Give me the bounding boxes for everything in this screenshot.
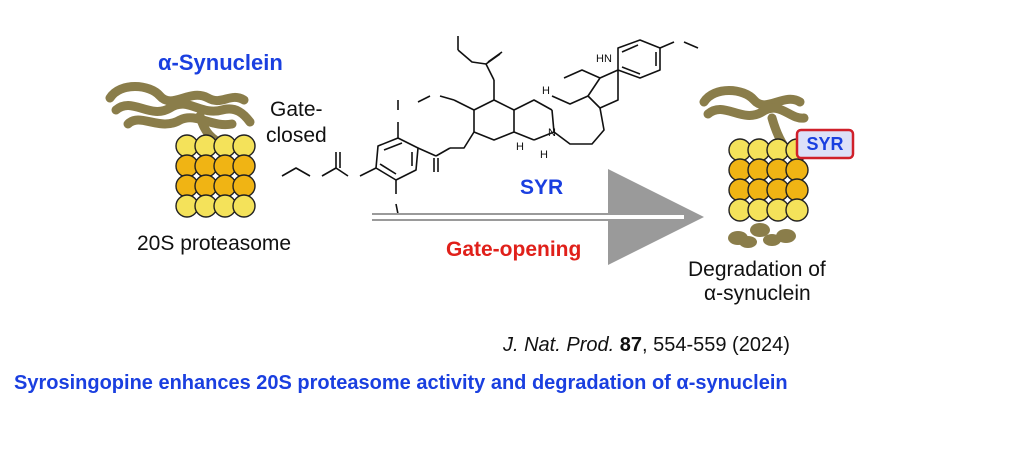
atom-nh: HN xyxy=(596,53,612,65)
degradation-label-line1: Degradation of xyxy=(688,258,826,281)
atom-n: N xyxy=(548,127,556,139)
gate-closed-label-line1: Gate- xyxy=(270,98,323,121)
gate-closed-label-line2: closed xyxy=(266,124,327,147)
atom-h1: H xyxy=(542,85,550,97)
alpha-synuclein-label: α-Synuclein xyxy=(158,50,283,75)
proteasome-20s-right xyxy=(728,138,809,222)
proteasome-subunit xyxy=(232,174,256,198)
syr-badge: SYR xyxy=(795,128,855,160)
proteasome-subunit xyxy=(232,194,256,218)
degraded-fragments xyxy=(728,223,796,248)
citation: J. Nat. Prod. 87, 554-559 (2024) xyxy=(503,334,790,357)
molecule-name: SYR xyxy=(520,176,564,199)
gate-opening-label: Gate-opening xyxy=(446,238,582,261)
citation-journal: J. Nat. Prod. xyxy=(503,334,615,356)
proteasome-subunit xyxy=(232,134,256,158)
alpha-synuclein-coil-right xyxy=(699,86,809,151)
proteasome-subunit xyxy=(785,178,809,202)
syr-badge-label: SYR xyxy=(806,134,843,154)
proteasome-subunit xyxy=(232,154,256,178)
proteasome-20s-left xyxy=(175,134,256,218)
caption: Syrosingopine enhances 20S proteasome ac… xyxy=(14,372,788,394)
citation-pages-year: , 554-559 (2024) xyxy=(641,334,790,356)
proteasome-subunit xyxy=(785,198,809,222)
syrosingopine-structure xyxy=(281,36,699,215)
citation-volume: 87 xyxy=(619,334,642,356)
atom-labels: HN N H H H xyxy=(516,53,612,161)
atom-h3: H xyxy=(516,141,524,153)
proteasome-subunit xyxy=(785,158,809,182)
atom-h2: H xyxy=(540,149,548,161)
proteasome-label: 20S proteasome xyxy=(137,232,292,255)
degradation-label-line2: α-synuclein xyxy=(704,282,811,305)
